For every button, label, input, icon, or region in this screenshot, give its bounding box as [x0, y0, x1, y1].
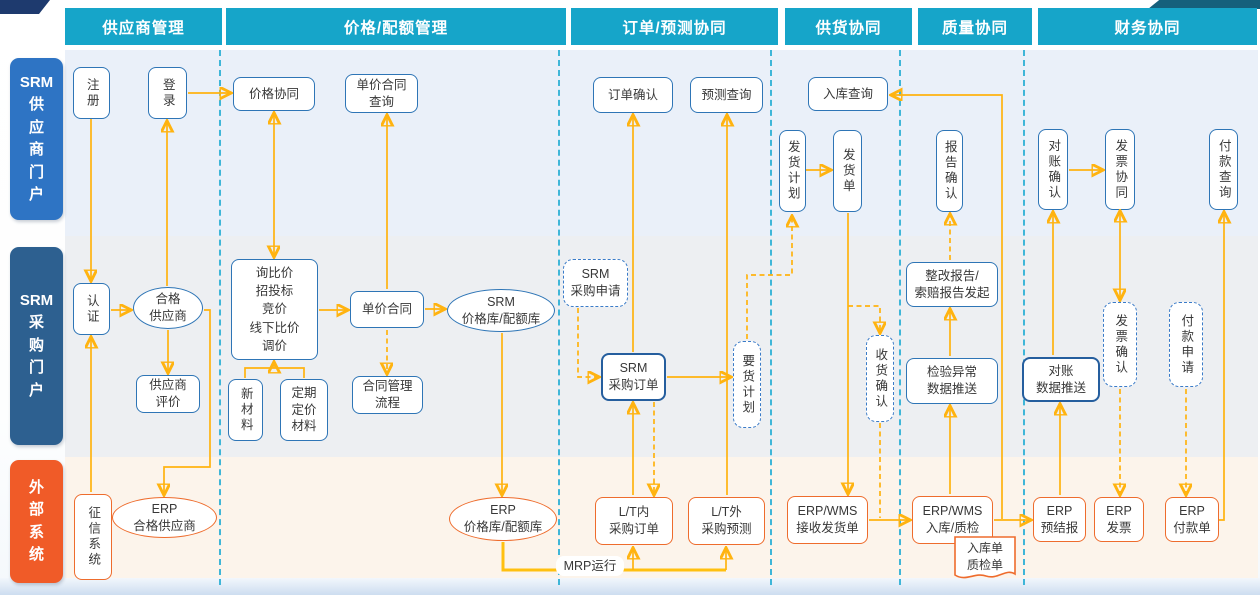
node-reconciliation-confirmation: 对账确认 [1038, 129, 1068, 210]
node-rectification-claim-report: 整改报告/ 索赔报告发起 [906, 262, 998, 307]
node-inbound-inspection-doc: 入库单 质检单 [953, 535, 1017, 585]
node-erp-pre-settlement: ERP 预结报 [1033, 497, 1086, 542]
lane-label-srm-purchase-portal: SRM 采 购 门 户 [10, 247, 63, 445]
node-contract-management-flow: 合同管理 流程 [352, 376, 423, 414]
column-separator-2 [558, 50, 560, 585]
column-header-price-quota-management: 价格/配额管理 [226, 8, 566, 45]
column-header-finance-collab: 财务协同 [1038, 8, 1257, 45]
node-register: 注册 [73, 67, 110, 119]
node-supplier-evaluation: 供应商 评价 [136, 375, 200, 413]
column-separator-5 [1023, 50, 1025, 585]
node-login: 登录 [148, 67, 187, 119]
node-erp-qualified-supplier: ERP 合格供应商 [112, 497, 217, 538]
node-forecast-query: 预测查询 [690, 77, 763, 113]
node-periodic-priced-material: 定期 定价 材料 [280, 379, 328, 441]
node-erp-price-quota-库: ERP 价格库/配额库 [449, 497, 557, 541]
doc-label: 入库单 质检单 [966, 541, 1003, 572]
document-shape-icon [954, 536, 1016, 579]
column-separator-1 [219, 50, 221, 585]
node-price-collaboration: 价格协同 [233, 77, 315, 111]
node-inspection-exception-push: 检验异常 数据推送 [906, 358, 998, 404]
node-payment-request: 付款申请 [1169, 302, 1203, 387]
node-credit-system: 征信系统 [74, 494, 112, 580]
node-inquiry-bidding-pricing: 询比价 招投标 竞价 线下比价 调价 [231, 259, 318, 360]
node-new-material: 新材料 [228, 379, 263, 441]
node-payment-query: 付款查询 [1209, 129, 1238, 210]
label-mrp-run: MRP运行 [556, 556, 624, 576]
node-srm-purchase-request: SRM 采购申请 [563, 259, 628, 307]
node-reconciliation-data-push: 对账 数据推送 [1022, 357, 1100, 402]
node-certification: 认证 [73, 283, 110, 335]
node-receipt-confirmation: 收货确认 [866, 335, 894, 422]
lane-label-external-systems: 外 部 系 统 [10, 460, 63, 583]
node-delivery-request-plan: 要货计划 [733, 341, 761, 428]
lane-label-srm-supplier-portal: SRM 供 应 商 门 户 [10, 58, 63, 220]
node-order-confirmation: 订单确认 [593, 77, 673, 113]
column-header-supplier-management: 供应商管理 [65, 8, 222, 45]
column-header-quality-collab: 质量协同 [918, 8, 1032, 45]
node-qualified-supplier: 合格 供应商 [133, 287, 203, 329]
node-erp-wms-receive-shipping-note: ERP/WMS 接收发货单 [787, 496, 868, 544]
column-header-supply-collab: 供货协同 [785, 8, 912, 45]
node-shipping-plan: 发货计划 [779, 130, 806, 212]
node-erp-payment-doc: ERP 付款单 [1165, 497, 1219, 542]
node-lt-inside-purchase-order: L/T内 采购订单 [595, 497, 673, 545]
node-srm-purchase-order: SRM 采购订单 [601, 353, 666, 401]
corner-accent-top-left [0, 0, 50, 14]
node-erp-invoice: ERP 发票 [1094, 497, 1144, 542]
node-unit-price-contract-query: 单价合同 查询 [345, 74, 418, 113]
node-shipping-note: 发货单 [833, 130, 862, 212]
bottom-decor-strip [0, 578, 1260, 595]
column-separator-3 [770, 50, 772, 585]
node-invoice-confirmation: 发票确认 [1103, 302, 1137, 387]
node-report-confirmation: 报告确认 [936, 130, 963, 212]
node-invoice-collaboration: 发票协同 [1105, 129, 1135, 210]
node-lt-outside-purchase-forecast: L/T外 采购预测 [688, 497, 765, 545]
column-separator-4 [899, 50, 901, 585]
node-srm-price-quota-库: SRM 价格库/配额库 [447, 289, 555, 332]
corner-accent-top-right [1148, 0, 1260, 9]
node-unit-price-contract: 单价合同 [350, 291, 424, 328]
column-header-order-forecast-collab: 订单/预测协同 [571, 8, 778, 45]
node-warehouse-entry-query: 入库查询 [808, 77, 888, 111]
